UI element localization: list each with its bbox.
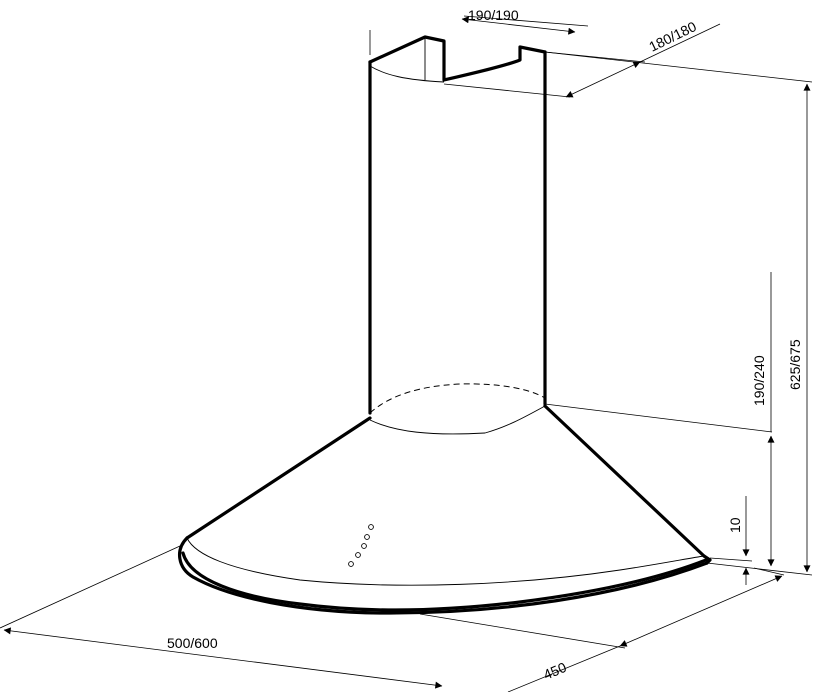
dimension-line (619, 575, 783, 647)
dim-rim-height: 10 (709, 496, 753, 585)
duct-width-label: 190/190 (468, 7, 519, 23)
canopy-left-edge (185, 416, 372, 540)
control-button (368, 524, 374, 530)
total-height-label: 625/675 (787, 339, 803, 390)
chimney-duct (368, 35, 547, 415)
duct-depth-label: 180/180 (646, 18, 699, 55)
canopy-rim-corner (702, 554, 712, 565)
duct-top-inner-curve (369, 65, 445, 83)
dimension-line (3, 627, 443, 689)
canopy-height-label: 190/240 (751, 355, 767, 406)
hood-depth-label: 450 (541, 659, 569, 683)
dim-canopy-height: 190/240 (544, 272, 775, 567)
extension-line (419, 613, 626, 649)
extension-line (443, 83, 571, 98)
hood-width-label: 500/600 (167, 635, 218, 651)
dimension-line (461, 16, 576, 35)
control-button (364, 534, 370, 540)
control-button (348, 561, 354, 567)
canopy-right-edge (543, 404, 706, 558)
duct-base-visible-line (369, 405, 546, 435)
extension-line (709, 557, 753, 562)
dimension-leader (639, 23, 721, 63)
rim-height-label: 10 (727, 517, 743, 533)
dim-total-height: 625/675 (544, 51, 813, 576)
extension-line (0, 545, 181, 629)
extension-line (544, 403, 773, 433)
dimension-line (565, 61, 641, 98)
extension-line (753, 567, 785, 576)
canopy (178, 404, 712, 615)
canopy-front-rim-outer (178, 536, 709, 615)
duct-top-profile (368, 35, 547, 82)
extension-line (544, 51, 813, 83)
dim-duct-width: 190/190 (369, 7, 589, 55)
canopy-rim-top-line (186, 537, 705, 586)
control-button (355, 552, 361, 558)
dim-hood-depth: 450 (507, 567, 785, 693)
control-panel (348, 524, 374, 567)
control-button (361, 543, 367, 549)
dimension-leader (507, 645, 621, 693)
dim-hood-width: 500/600 (0, 545, 626, 689)
dim-duct-depth: 180/180 (443, 18, 721, 98)
duct-base-hidden-line (369, 383, 546, 414)
